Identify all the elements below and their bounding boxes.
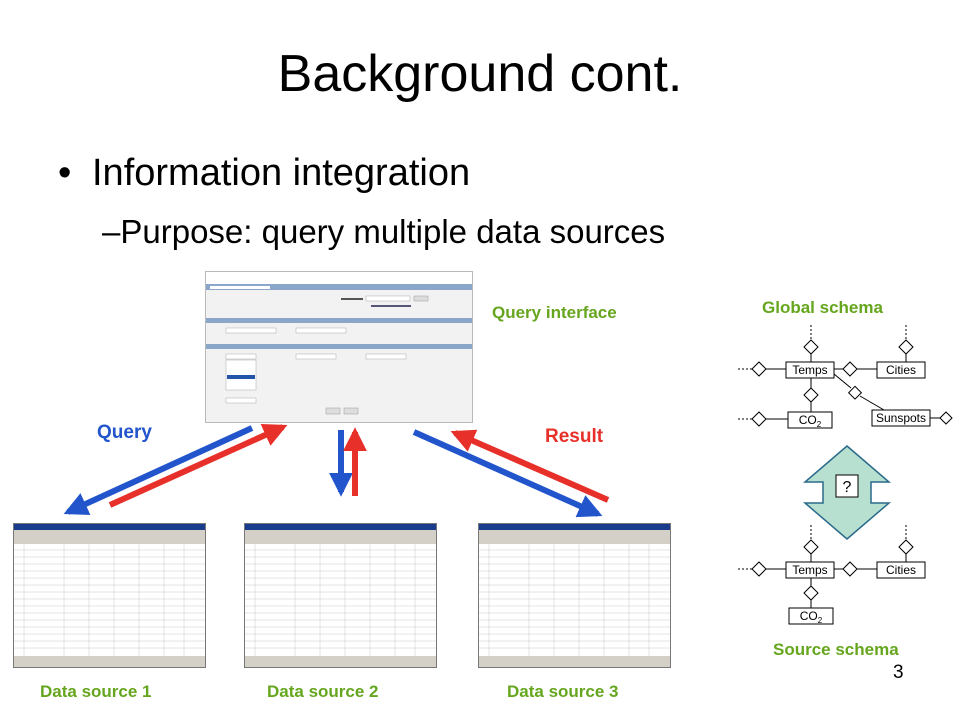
bullet-text: Information integration xyxy=(92,152,471,194)
result-arrow-from-source-1 xyxy=(108,423,288,508)
query-interface-screenshot xyxy=(205,271,473,423)
entity-co2-global xyxy=(787,411,833,429)
entity-cities-global-label: Cities xyxy=(886,363,916,377)
source-schema-diagram: Temps Cities CO2 xyxy=(738,525,926,625)
spreadsheet-illustration xyxy=(479,524,670,667)
spreadsheet-illustration xyxy=(245,524,436,667)
sub-bullet-text: Purpose: query multiple data sources xyxy=(120,213,666,250)
question-box xyxy=(835,474,859,498)
entity-temps-source xyxy=(785,561,835,579)
sub-bullet-purpose: –Purpose: query multiple data sources xyxy=(102,213,665,251)
entity-sunspots-global-label: Sunspots xyxy=(876,411,926,425)
entity-cities-source-label: Cities xyxy=(886,563,916,577)
result-arrow-from-source-3 xyxy=(450,429,610,503)
spreadsheet-illustration xyxy=(14,524,205,667)
entity-cities-global xyxy=(876,361,926,379)
query-arrow-to-source-1 xyxy=(63,425,254,515)
bullet-information-integration: • Information integration xyxy=(58,152,470,195)
result-label: Result xyxy=(545,426,604,447)
slide-title: Background cont. xyxy=(277,45,683,103)
global-schema-label: Global schema xyxy=(762,298,883,317)
query-label: Query xyxy=(97,422,152,443)
question-mark: ? xyxy=(843,479,852,496)
data-source-2-screenshot xyxy=(244,523,437,668)
entity-co2-global-label: CO2 xyxy=(799,413,822,429)
entity-temps-source-label: Temps xyxy=(792,563,827,577)
data-source-1-screenshot xyxy=(13,523,206,668)
query-arrow-to-source-3 xyxy=(412,429,603,518)
entity-cities-source xyxy=(876,561,926,579)
entity-co2-source xyxy=(788,607,834,625)
sub-bullet-dash: – xyxy=(102,213,121,250)
data-source-2-label: Data source 2 xyxy=(267,682,379,701)
global-schema-diagram: Temps Cities CO2 Sunspots xyxy=(738,325,953,429)
entity-temps-global-label: Temps xyxy=(792,363,827,377)
data-source-3-screenshot xyxy=(478,523,671,668)
entity-co2-source-label: CO2 xyxy=(800,609,823,625)
page-number: 3 xyxy=(893,662,904,683)
data-source-1-label: Data source 1 xyxy=(40,682,152,701)
entity-temps-global xyxy=(785,361,835,379)
source-schema-label: Source schema xyxy=(773,640,899,659)
data-source-3-label: Data source 3 xyxy=(507,682,619,701)
query-interface-label: Query interface xyxy=(492,303,617,322)
query-interface-form-illustration xyxy=(206,272,472,415)
bullet-dot: • xyxy=(58,152,72,194)
